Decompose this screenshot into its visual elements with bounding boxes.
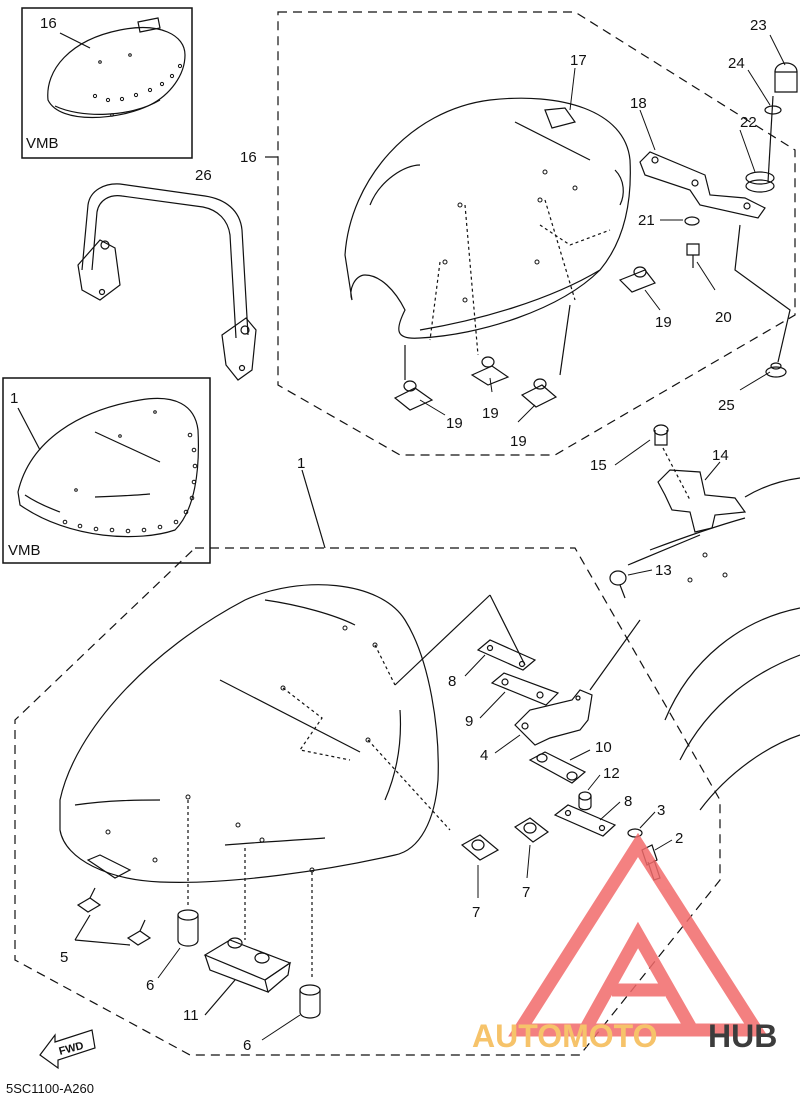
front-seat bbox=[59, 584, 451, 980]
callout-19: 19 bbox=[655, 314, 672, 331]
callout-21: 21 bbox=[638, 212, 655, 229]
damper-6 bbox=[177, 909, 321, 1019]
callout-24: 24 bbox=[728, 55, 745, 72]
callout-23: 23 bbox=[750, 17, 767, 34]
watermark-text-hub: HUB bbox=[708, 1018, 777, 1054]
watermark-triangle-icon bbox=[508, 832, 768, 1037]
rear-seat bbox=[344, 97, 631, 356]
plate-8-top bbox=[476, 639, 537, 671]
callout-19: 19 bbox=[482, 405, 499, 422]
inset-mid-variant: VMB bbox=[8, 542, 41, 559]
callout-15: 15 bbox=[590, 457, 607, 474]
callout-labels: 23 24 17 18 22 16 26 21 20 19 19 19 19 2… bbox=[60, 17, 767, 1054]
damper-7 bbox=[460, 817, 550, 861]
inset-mid-part-number: 1 bbox=[10, 390, 18, 407]
bolt-20 bbox=[686, 243, 700, 268]
bolt-5 bbox=[76, 887, 152, 946]
grommet-22 bbox=[745, 171, 775, 193]
bracket-14 bbox=[627, 469, 747, 566]
watermark-logo: AUTOMOTO HUB bbox=[472, 832, 777, 1054]
washer-3 bbox=[627, 828, 643, 838]
washer-21 bbox=[684, 216, 700, 226]
callout-5: 5 bbox=[60, 949, 68, 966]
callout-2: 2 bbox=[675, 830, 683, 847]
callout-7: 7 bbox=[472, 904, 480, 921]
callout-3: 3 bbox=[657, 802, 665, 819]
callout-25: 25 bbox=[718, 397, 735, 414]
callout-10: 10 bbox=[595, 739, 612, 756]
grommet-25 bbox=[765, 362, 787, 378]
plate-10 bbox=[528, 751, 587, 784]
washer-24 bbox=[764, 105, 782, 115]
callout-8: 8 bbox=[624, 793, 632, 810]
callout-20: 20 bbox=[715, 309, 732, 326]
callout-6: 6 bbox=[243, 1037, 251, 1054]
callout-8: 8 bbox=[448, 673, 456, 690]
callout-1: 1 bbox=[297, 455, 305, 472]
bolt-15 bbox=[653, 424, 691, 501]
callout-14: 14 bbox=[712, 447, 729, 464]
callout-22: 22 bbox=[740, 114, 757, 131]
damper-19 bbox=[393, 266, 656, 411]
watermark-text-automoto: AUTOMOTO bbox=[472, 1018, 657, 1054]
callout-6: 6 bbox=[146, 977, 154, 994]
damper-block-11 bbox=[203, 937, 292, 993]
fwd-arrow-icon: FWD bbox=[39, 1029, 96, 1070]
callout-7: 7 bbox=[522, 884, 530, 901]
callout-18: 18 bbox=[630, 95, 647, 112]
collar-12 bbox=[578, 791, 592, 811]
inset-front-seat-vmb: 1 VMB bbox=[2, 377, 211, 564]
plate-9 bbox=[490, 672, 560, 706]
plate-8-bottom bbox=[553, 804, 617, 837]
grab-bar bbox=[77, 183, 257, 381]
callout-13: 13 bbox=[655, 562, 672, 579]
callout-17: 17 bbox=[570, 52, 587, 69]
inset-top-part-number: 16 bbox=[40, 15, 57, 32]
inset-rear-seat-vmb: 16 VMB bbox=[21, 7, 193, 159]
callout-4: 4 bbox=[480, 747, 488, 764]
cap-nut-23 bbox=[774, 62, 798, 93]
rear-seat-group-outline bbox=[277, 11, 796, 456]
callout-9: 9 bbox=[465, 713, 473, 730]
bolt-13 bbox=[609, 570, 627, 599]
inset-top-variant: VMB bbox=[26, 135, 59, 152]
callout-12: 12 bbox=[603, 765, 620, 782]
callout-16: 16 bbox=[240, 149, 257, 166]
callout-19: 19 bbox=[446, 415, 463, 432]
callout-26: 26 bbox=[195, 167, 212, 184]
rear-bracket-18 bbox=[639, 151, 766, 219]
callout-11: 11 bbox=[183, 1007, 199, 1024]
callout-19: 19 bbox=[510, 433, 527, 450]
bracket-4 bbox=[514, 689, 593, 746]
diagram-code: 5SC1100-A260 bbox=[6, 1081, 94, 1096]
